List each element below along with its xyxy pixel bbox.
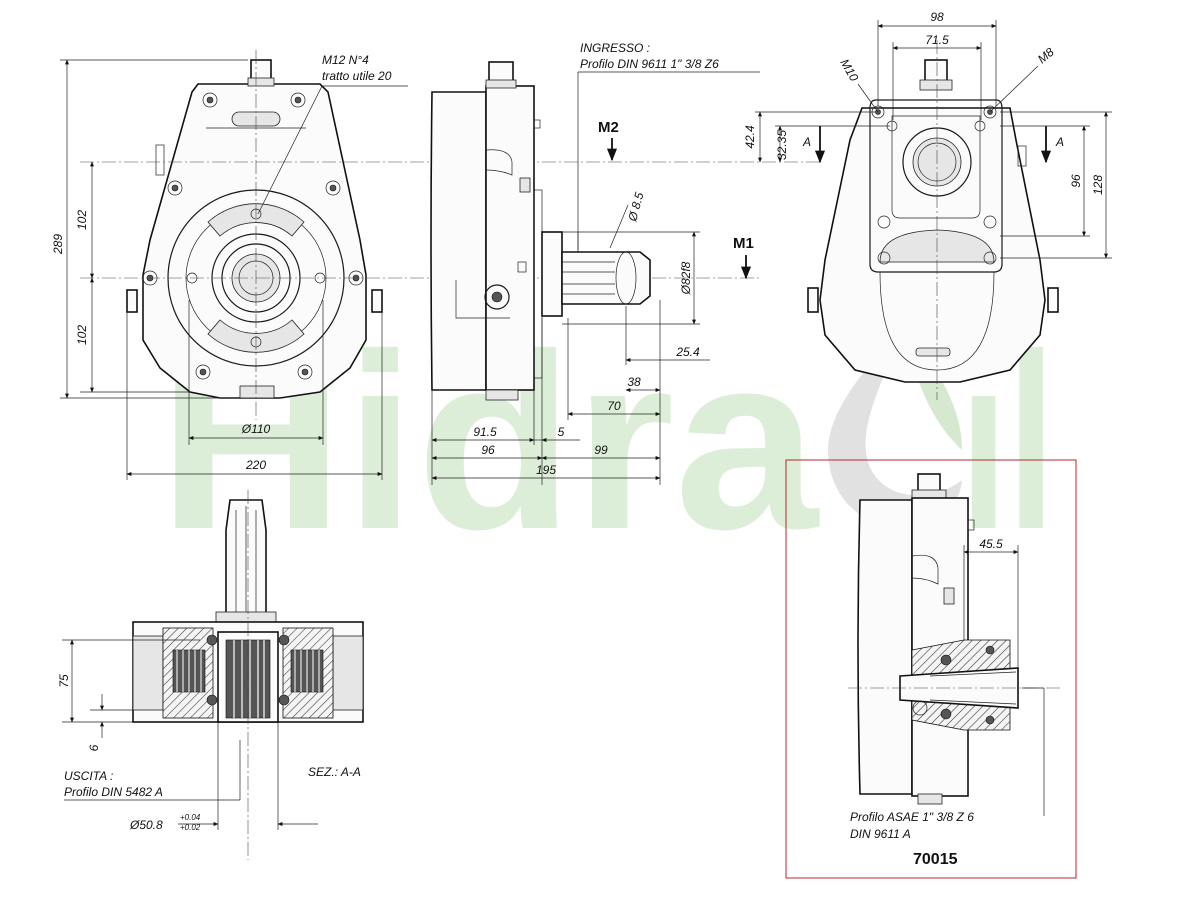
dim-91-5: 91.5 <box>473 425 497 439</box>
m12-label: M12 N°4 <box>322 53 369 67</box>
dim-96-h: 96 <box>481 443 495 457</box>
dim-71-5: 71.5 <box>925 33 949 47</box>
rear-view: 98 71.5 M10 M8 42.4 32.35 A A 96 128 <box>743 10 1112 400</box>
side-view: Ø 8.5 Ø82f8 INGRESSO : Profilo DIN 9611 … <box>430 41 760 485</box>
section-a-left: A <box>802 135 811 149</box>
m8-label: M8 <box>1035 45 1057 67</box>
side-drain-plug <box>485 389 519 401</box>
dim-82: Ø82f8 <box>679 261 693 295</box>
m10-label: M10 <box>837 57 861 84</box>
side-input-shaft <box>561 251 651 305</box>
dim-102-top: 102 <box>75 210 89 230</box>
dim-110: Ø110 <box>241 422 271 436</box>
dim-50-8: Ø50.8 <box>129 818 163 832</box>
front-side-lug <box>155 144 165 176</box>
dim-42-4: 42.4 <box>743 125 757 149</box>
m12-note: tratto utile 20 <box>322 69 392 83</box>
uscita-label: USCITA : <box>64 769 113 783</box>
asae-standard: DIN 9611 A <box>850 827 911 841</box>
side-shaft-collar <box>541 231 563 317</box>
dim-195: 195 <box>536 463 556 477</box>
model-code: 70015 <box>913 851 958 868</box>
section-label: SEZ.: A-A <box>308 765 361 779</box>
detail-bearings <box>912 645 995 725</box>
section-gear-teeth <box>172 649 324 693</box>
detail-frame <box>785 459 1077 879</box>
m2-label: M2 <box>598 119 619 136</box>
front-housing <box>142 83 367 399</box>
watermark-drop-icon <box>828 330 962 528</box>
dim-70: 70 <box>607 399 621 413</box>
ingresso-label: INGRESSO : <box>580 41 650 55</box>
front-bolts <box>142 92 364 380</box>
dim-289: 289 <box>51 234 65 255</box>
dim-128: 128 <box>1091 175 1105 195</box>
side-level-plug <box>484 284 510 310</box>
m1-label: M1 <box>733 235 754 252</box>
dim-25-4: 25.4 <box>675 345 700 359</box>
rear-right-plug <box>1047 287 1059 313</box>
asae-profile: Profilo ASAE 1" 3/8 Z 6 <box>850 810 974 824</box>
dim-6: 6 <box>87 744 101 751</box>
front-view: M12 N°4 tratto utile 20 289 102 102 Ø110… <box>51 50 820 480</box>
tolerance-lower: +0.02 <box>180 823 201 832</box>
dim-75: 75 <box>57 674 71 688</box>
ingresso-profile: Profilo DIN 9611 1" 3/8 Z6 <box>580 57 719 71</box>
tolerance-upper: +0.04 <box>180 813 201 822</box>
front-right-plug <box>371 289 383 313</box>
rear-left-plug <box>807 287 819 313</box>
front-breather-nut <box>247 77 275 87</box>
front-left-plug <box>126 289 138 313</box>
dim-45-5: 45.5 <box>979 537 1003 551</box>
dim-5: 5 <box>558 425 565 439</box>
uscita-profile: Profilo DIN 5482 A <box>64 785 163 799</box>
section-a-right: A <box>1055 135 1064 149</box>
detail-70015: 45.5 Profilo ASAE 1" 3/8 Z 6 DIN 9611 A … <box>785 459 1077 879</box>
section-view: 75 6 Ø50.8 +0.04 +0.02 USCITA : Profilo … <box>57 490 364 860</box>
side-groove <box>615 251 637 305</box>
dim-38: 38 <box>627 375 641 389</box>
side-main-body <box>485 85 535 391</box>
dim-102-bottom: 102 <box>75 325 89 345</box>
side-rear-cover <box>430 91 487 391</box>
dim-96-v: 96 <box>1069 174 1083 188</box>
dim-32-35: 32.35 <box>775 130 789 160</box>
dim-98: 98 <box>930 10 944 24</box>
dim-8-5: Ø 8.5 <box>625 190 646 223</box>
dim-99: 99 <box>594 443 608 457</box>
front-drain-plug <box>239 385 275 399</box>
section-bearings <box>206 634 290 706</box>
detail-rear-cover <box>857 499 913 795</box>
dim-220: 220 <box>245 458 266 472</box>
